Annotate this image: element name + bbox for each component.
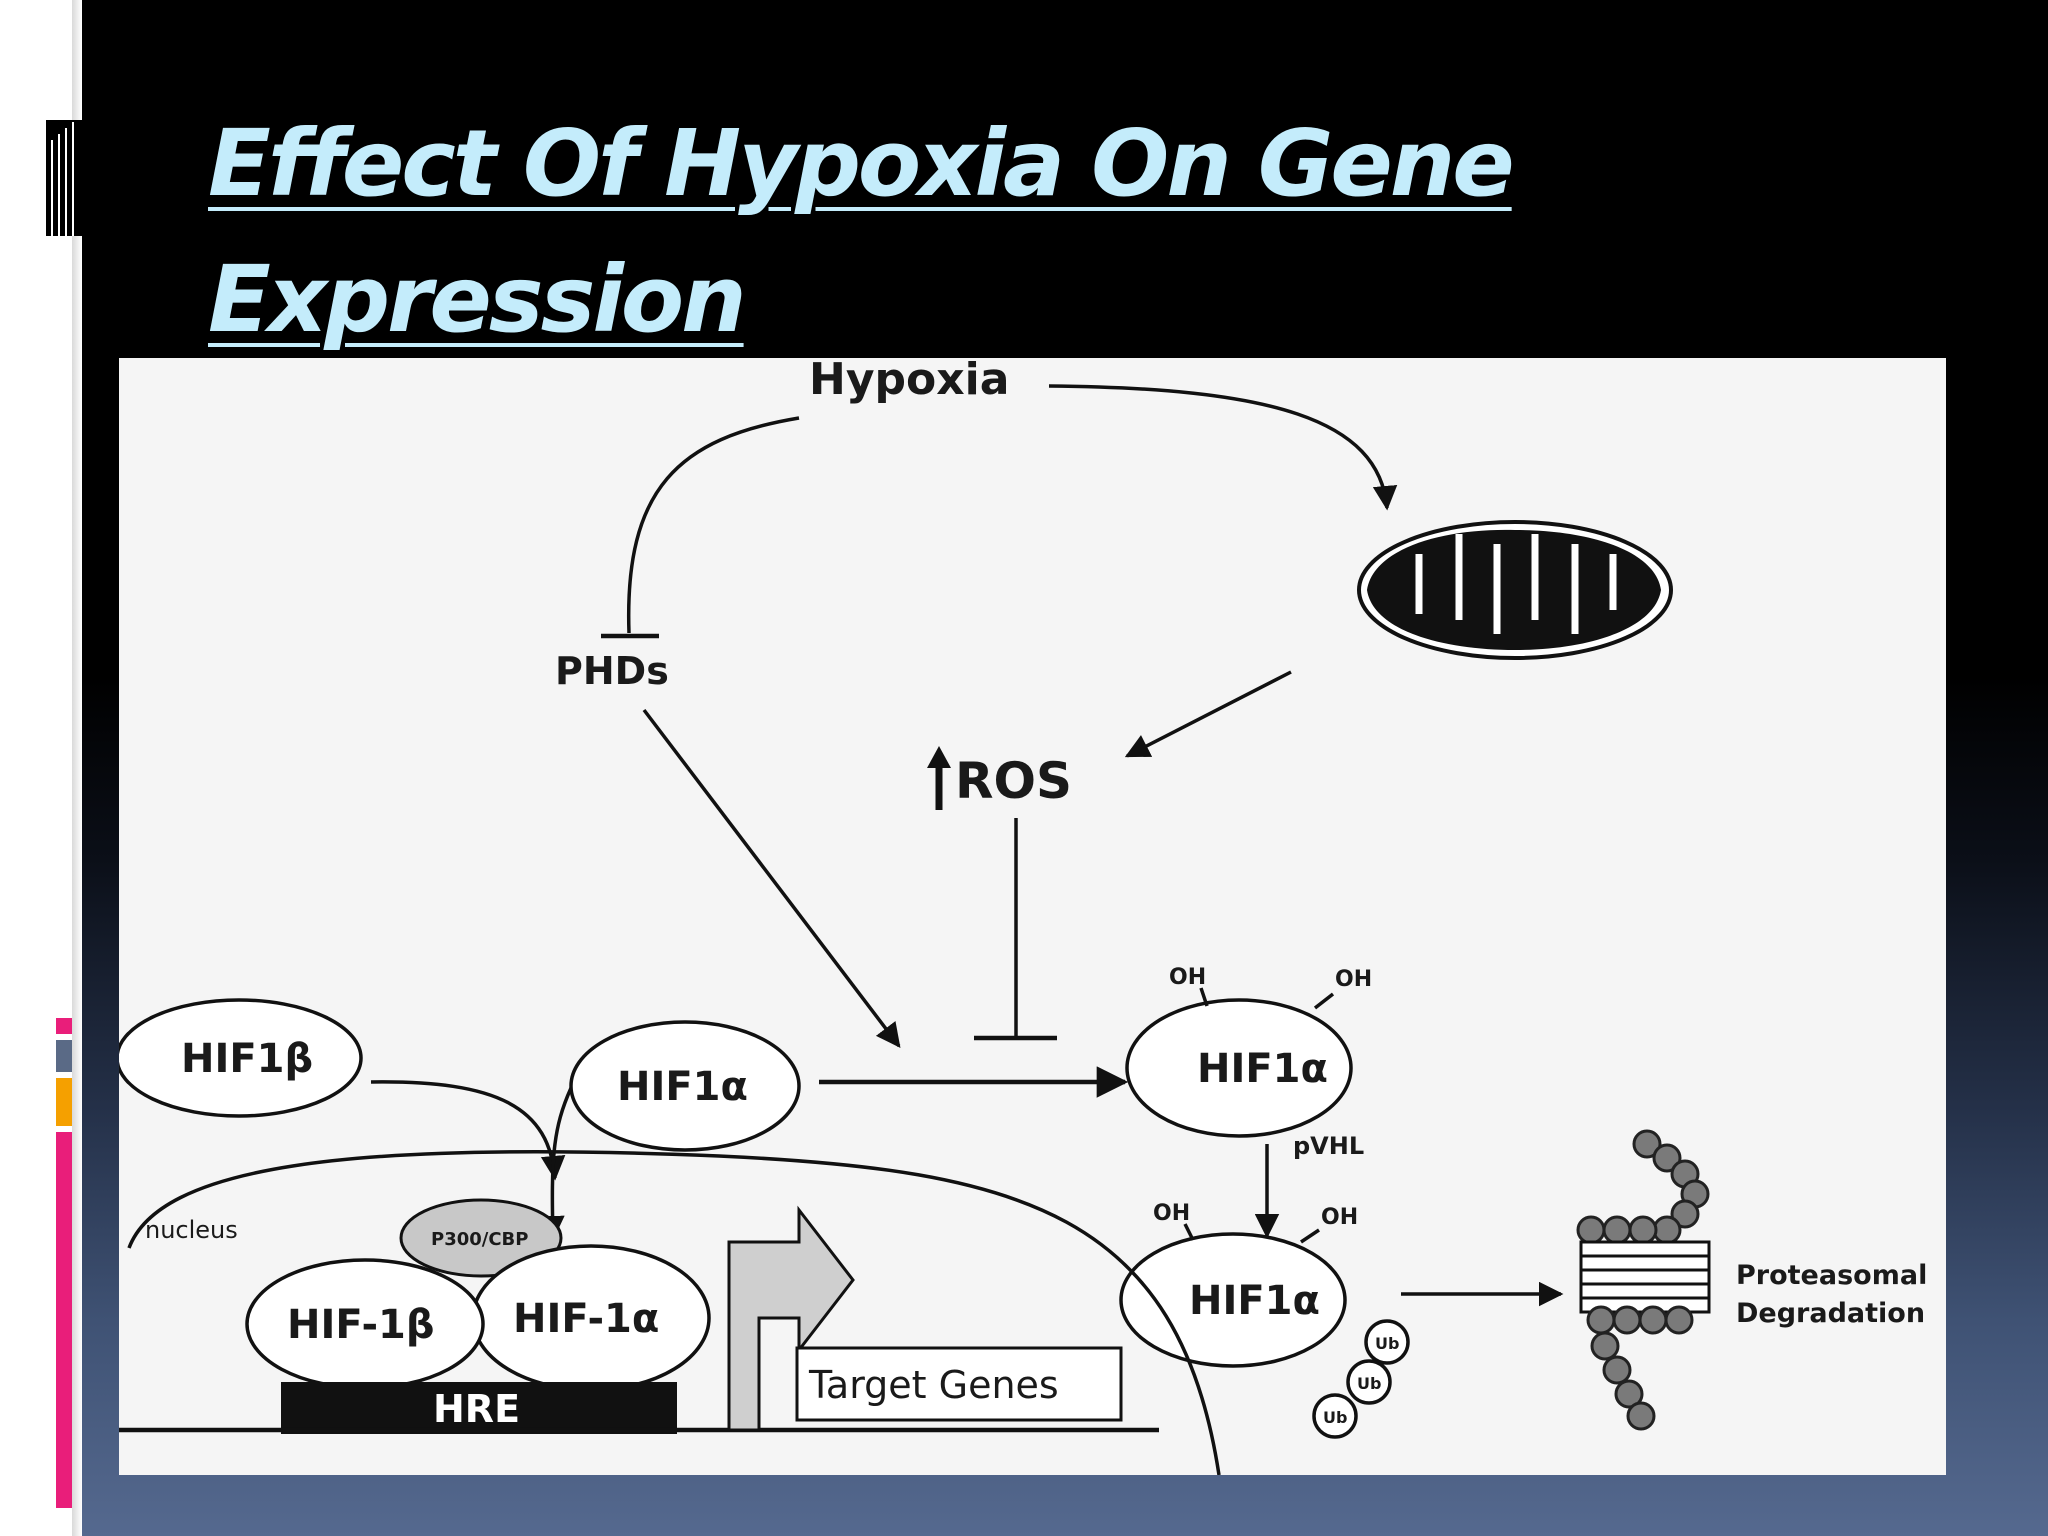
mitochondrion-icon (1357, 520, 1673, 660)
target-genes-box (795, 1346, 1123, 1422)
hif1a-to-nucleus-arrow (540, 1087, 573, 1241)
hif1b-node (119, 998, 363, 1118)
hif-1a-nuclear-label: HIF-1α (513, 1296, 659, 1342)
oh-label-2: OH (1335, 967, 1372, 992)
p300-cbp-label: P300/CBP (431, 1229, 528, 1250)
oh-label-3: OH (1153, 1201, 1190, 1226)
hif1a-ub-label: HIF1α (1189, 1278, 1320, 1324)
oh-bond-4 (1300, 1228, 1320, 1244)
oh-bond-1 (1199, 987, 1209, 1007)
left-margin-shade (72, 0, 82, 1536)
oh-bond-2 (1313, 992, 1335, 1010)
nucleus-membrane (127, 1149, 1221, 1475)
ub-label-1: Ub (1375, 1334, 1399, 1353)
transcription-start-arrow (727, 1205, 855, 1432)
hif1b-to-nucleus-arrow (370, 1080, 566, 1181)
up-arrow-icon (927, 746, 951, 810)
ros-label: ROS (955, 752, 1072, 810)
hypoxia-pathway-diagram: Hypoxia PHDs ROS HIF1β HIF1α (119, 358, 1946, 1475)
target-genes-label: Target Genes (808, 1363, 1059, 1407)
mito-to-ros-arrow (1124, 670, 1292, 758)
hif1a-oh-label: HIF1α (1197, 1046, 1328, 1092)
proteasomal-label: Proteasomal (1736, 1260, 1927, 1291)
oh-bond-3 (1183, 1223, 1195, 1241)
hre-label: HRE (433, 1387, 520, 1431)
accent-bar-gray (56, 1040, 72, 1072)
accent-bar-pink-top (56, 1018, 72, 1034)
ub-chain: Ub Ub Ub (1312, 1319, 1410, 1439)
hif1a-label: HIF1α (617, 1064, 748, 1110)
hypoxia-label: Hypoxia (809, 358, 1009, 405)
oh-label-4: OH (1321, 1205, 1358, 1230)
oh-label-1: OH (1169, 965, 1206, 990)
hypoxia-inhibits-phds-line (626, 416, 800, 634)
slide-title: Effect Of Hypoxia On Gene Expression (208, 110, 1515, 353)
proteasome-icon (1576, 1129, 1711, 1431)
degradation-label: Degradation (1736, 1298, 1925, 1329)
hif-1b-nuclear-label: HIF-1β (287, 1302, 435, 1348)
nucleus-label: nucleus (145, 1216, 238, 1244)
hif1a-oh-node (1125, 998, 1353, 1138)
accent-bar-pink (56, 1132, 72, 1508)
accent-bar-orange (56, 1078, 72, 1126)
hif1a-node (569, 1020, 801, 1152)
p300-cbp-node (399, 1198, 563, 1278)
ub-label-3: Ub (1323, 1408, 1347, 1427)
slide-bullet-icon (46, 120, 82, 236)
hypoxia-to-mito-arrow (1048, 384, 1398, 511)
pvhl-label: pVHL (1293, 1132, 1364, 1160)
ub-label-2: Ub (1357, 1374, 1381, 1393)
phds-label: PHDs (555, 649, 669, 693)
phds-to-conversion-arrow (642, 708, 901, 1048)
hif1b-label: HIF1β (181, 1036, 313, 1082)
hre-element (281, 1382, 677, 1434)
